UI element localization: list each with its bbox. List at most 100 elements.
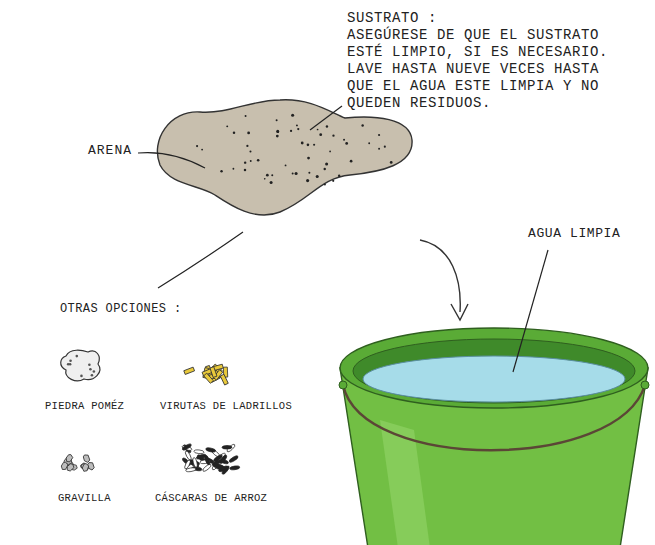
rice-husk <box>196 454 207 460</box>
sand-grain <box>201 149 203 151</box>
rice-husk <box>182 443 192 451</box>
sand-grain <box>276 130 279 133</box>
leader-line <box>158 232 243 288</box>
leader-line <box>310 106 342 130</box>
gravel-stone <box>65 453 74 463</box>
sand-grain <box>307 157 310 160</box>
sand-grain <box>257 159 260 162</box>
sand-grain <box>378 148 380 150</box>
sand-grain <box>378 134 380 136</box>
sand-grain <box>290 130 292 132</box>
sand-grain <box>233 132 236 135</box>
brick-chip <box>220 374 228 385</box>
sand-grain <box>232 168 234 170</box>
pore <box>69 359 72 362</box>
arrow-head <box>451 304 468 320</box>
sand-grain <box>250 160 252 162</box>
handle-knob <box>339 381 347 389</box>
rice-husk <box>192 457 198 468</box>
sand-grain <box>249 150 251 152</box>
pore <box>93 370 96 373</box>
note-body: ASEGÚRESE DE QUE EL SUSTRATO ESTÉ LIMPIO… <box>347 27 621 112</box>
rice-husk <box>211 462 221 470</box>
sand-grain <box>295 172 298 175</box>
sand-grain <box>368 142 370 144</box>
sand-grain <box>276 135 279 138</box>
gravel-stone <box>82 463 89 472</box>
sand-pile <box>157 100 412 215</box>
sand-grain <box>297 128 299 130</box>
pumice-icon <box>61 350 100 381</box>
section-heading: OTRAS OPCIONES : <box>60 302 182 316</box>
rice-husk <box>184 450 192 461</box>
sand-grain <box>329 151 331 153</box>
pumice-pores <box>67 355 95 377</box>
sand-grain <box>316 175 319 178</box>
sand-grain <box>361 124 363 126</box>
sand-grain <box>338 174 340 176</box>
sand-grain <box>343 139 345 141</box>
sand-grain <box>246 145 248 147</box>
gravel-icon <box>60 453 95 472</box>
sand-grain <box>244 161 246 163</box>
option-label: VIRUTAS DE LADRILLOS <box>160 400 292 412</box>
sand-grain <box>276 119 278 121</box>
rice-husk <box>194 449 204 454</box>
part-label: AGUA LIMPIA <box>528 226 620 241</box>
sand-grain <box>307 144 310 147</box>
gravel-stone <box>80 462 90 471</box>
sand-grain <box>271 174 273 176</box>
sand-grains <box>196 114 393 186</box>
option-label: PIEDRA POMÉZ <box>45 400 124 412</box>
sand-grain <box>220 170 222 172</box>
sand-grain <box>296 124 298 126</box>
sand-grain <box>291 114 294 117</box>
sand-grain <box>324 183 326 185</box>
sand-grain <box>384 146 386 148</box>
sand-grain <box>264 178 266 180</box>
bucket-rim <box>340 328 648 408</box>
brick-chip <box>184 367 195 374</box>
sand-grain <box>247 132 250 135</box>
sand-grain <box>266 174 269 177</box>
rice-husk <box>221 465 230 475</box>
rice-husk <box>219 454 228 464</box>
sand-grain <box>226 125 228 127</box>
pore <box>67 363 70 366</box>
rice-husk <box>228 455 238 463</box>
sand-grain <box>285 164 287 166</box>
sand-grain <box>350 160 353 163</box>
brick-chips-icon <box>184 364 228 385</box>
option-label: GRAVILLA <box>58 492 111 504</box>
sand-grain <box>317 129 319 131</box>
water <box>363 356 625 402</box>
sand-grain <box>277 131 279 133</box>
rice-husk <box>205 447 216 453</box>
brick-chip <box>210 367 217 378</box>
sand-grain <box>306 179 309 182</box>
sand-grain <box>292 172 294 174</box>
sand-grain <box>196 145 198 147</box>
sand-grain <box>245 115 247 117</box>
gravel-stone <box>60 461 68 470</box>
sand-grain <box>270 181 273 184</box>
sand-grain <box>332 180 334 182</box>
rice-husk <box>230 465 240 470</box>
pore <box>91 374 94 377</box>
sand-grain <box>326 125 328 127</box>
sand-grain <box>244 169 246 171</box>
gravel-stone <box>82 453 91 463</box>
pore <box>88 363 91 366</box>
leader-line <box>513 250 548 372</box>
option-label: CÁSCARAS DE ARROZ <box>155 492 267 504</box>
part-label: ARENA <box>88 143 132 158</box>
sand-grain <box>301 142 304 145</box>
sand-grain <box>319 133 322 136</box>
leader-line <box>138 153 205 168</box>
rice-husk <box>222 445 232 449</box>
rice-husk <box>202 463 212 472</box>
sand-grain <box>390 161 393 164</box>
handle-knob <box>641 381 649 389</box>
